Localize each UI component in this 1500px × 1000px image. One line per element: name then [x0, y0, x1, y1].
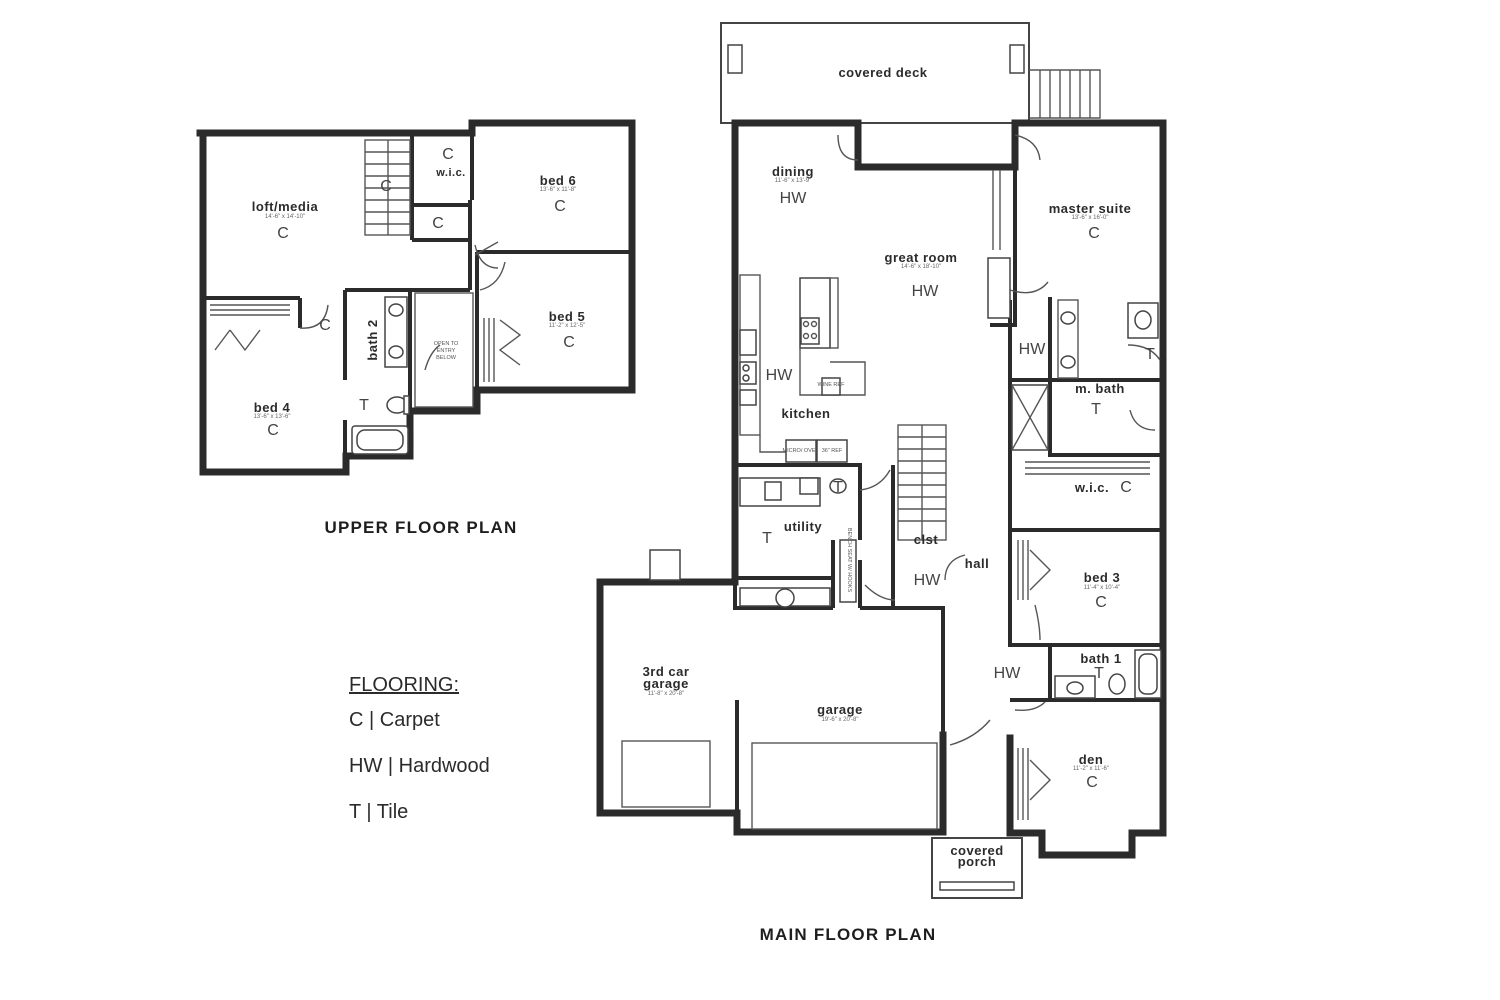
- room-3rd-car: 3rd car: [643, 664, 690, 679]
- code-den: C: [1086, 774, 1098, 791]
- room-den: den: [1079, 752, 1104, 767]
- code-loft-media: C: [277, 225, 289, 242]
- room-master-suite: master suite: [1049, 201, 1132, 216]
- fireplace: [987, 257, 1011, 319]
- room-bath-1: bath 1: [1080, 651, 1121, 666]
- dim-bed-3: 11'-4" x 10'-4": [1084, 585, 1120, 591]
- code-master-suite: C: [1088, 225, 1100, 242]
- room-porch: porch: [958, 854, 997, 869]
- dim-great-room: 14'-6" x 18'-10": [901, 264, 941, 270]
- deck-stair: [1029, 69, 1101, 119]
- room-covered: covered: [950, 843, 1003, 858]
- code-dining: HW: [780, 190, 808, 207]
- covered-porch-outline: [931, 837, 1023, 899]
- dim-3rd-car-garage: 11'-8" x 20'-8": [648, 691, 684, 697]
- dim-master-suite: 13'-6" x 16'-0": [1072, 215, 1109, 221]
- legend-item-hardwood: HW | Hardwood: [349, 755, 490, 777]
- code-bed-5: C: [563, 334, 575, 351]
- dim-dining: 11'-6" x 13'-9": [775, 178, 811, 184]
- covered-deck-outline: [720, 22, 1030, 124]
- code-upper-wic: C: [442, 146, 454, 163]
- wine-ref-note: WINE REF: [818, 382, 846, 388]
- dim-den: 11'-2" x 11'-6": [1073, 766, 1109, 772]
- open-to-below-note-2: ENTRY: [437, 348, 456, 354]
- room-upper-wic: w.i.c.: [435, 167, 466, 179]
- room-great-room: great room: [885, 250, 958, 265]
- room-kitchen: kitchen: [781, 406, 830, 421]
- upper-stair: [364, 139, 411, 236]
- open-to-below-note-1: OPEN TO: [434, 341, 459, 347]
- main-floor-title: MAIN FLOOR PLAN: [760, 925, 937, 944]
- ref-note: 36" REF: [822, 448, 843, 454]
- dim-loft-media: 14'-6" x 14'-10": [265, 214, 305, 220]
- dim-bed-4: 13'-6" x 13'-6": [254, 414, 291, 420]
- room-loft-media: loft/media: [252, 199, 319, 214]
- dim-bed-5: 11'-2" x 12'-5": [549, 323, 585, 329]
- upper-floor-title: UPPER FLOOR PLAN: [325, 518, 518, 537]
- code-master-hall: HW: [1019, 341, 1047, 358]
- main-outer-walls: [596, 119, 1167, 859]
- micro-oven-note: MICRO/ OVEN: [783, 448, 820, 454]
- code-hall: HW: [994, 665, 1022, 682]
- room-covered-deck: covered deck: [838, 65, 927, 80]
- room-bath-2: bath 2: [365, 319, 380, 360]
- room-master-bath: m. bath: [1075, 381, 1125, 396]
- code-bath-1: T: [1094, 665, 1104, 682]
- kitchen-fixtures: WINE REF MICRO/ OVEN 36" REF: [739, 274, 866, 463]
- dim-garage: 19'-6" x 20'-8": [822, 717, 859, 723]
- code-upper-closet-2: C: [319, 317, 331, 334]
- room-main-wic: w.i.c.: [1074, 480, 1109, 495]
- code-bed-4: C: [267, 422, 279, 439]
- room-bed-5: bed 5: [549, 309, 585, 324]
- room-bed-6: bed 6: [540, 173, 576, 188]
- room-utility: utility: [784, 519, 822, 534]
- cooktop: [800, 317, 820, 345]
- code-master-bath: T: [1091, 401, 1101, 418]
- code-closet: HW: [914, 572, 942, 589]
- upper-outer-walls: [196, 119, 636, 476]
- room-dining: dining: [772, 164, 814, 179]
- code-upper-closet-1: C: [432, 215, 444, 232]
- upper-interior-walls: [203, 133, 632, 456]
- legend-item-tile: T | Tile: [349, 801, 409, 823]
- room-3rd-car-garage: garage: [643, 676, 689, 691]
- code-great-room: HW: [912, 283, 940, 300]
- bench-seat-note: BENCH SEAT W/ HOOKS: [846, 528, 852, 593]
- main-interior-walls: [735, 167, 1163, 702]
- room-bed-4: bed 4: [254, 400, 291, 415]
- code-bath-2: T: [359, 397, 369, 414]
- room-hall: hall: [965, 556, 989, 571]
- room-closet: clst: [914, 532, 939, 547]
- dim-bed-6: 13'-6" x 11'-8": [540, 187, 576, 193]
- code-kitchen: HW: [766, 367, 794, 384]
- code-main-wic: C: [1120, 479, 1132, 496]
- room-bed-3: bed 3: [1084, 570, 1120, 585]
- upper-closet-rod: [210, 304, 290, 316]
- code-utility: T: [762, 530, 772, 547]
- main-floor-plan: WINE REF MICRO/ OVEN 36" REF BENCH SEAT …: [596, 22, 1167, 944]
- garage-walls: [733, 582, 945, 813]
- room-garage: garage: [817, 702, 863, 717]
- code-master-wc: T: [1145, 346, 1155, 363]
- legend-item-carpet: C | Carpet: [349, 709, 440, 731]
- code-bed-3: C: [1095, 594, 1107, 611]
- open-to-below-note-3: BELOW: [436, 355, 457, 361]
- legend-title: FLOORING:: [349, 674, 460, 696]
- code-utility-powder: T: [833, 479, 843, 496]
- flooring-legend: FLOORING: C | Carpet HW | Hardwood T | T…: [349, 674, 490, 847]
- main-stair: [897, 424, 947, 541]
- code-bed-6: C: [554, 198, 566, 215]
- code-upper-stair: C: [380, 178, 392, 195]
- upper-floor-plan: OPEN TO ENTRY BELOW loft/media 14'-6" x …: [196, 119, 636, 537]
